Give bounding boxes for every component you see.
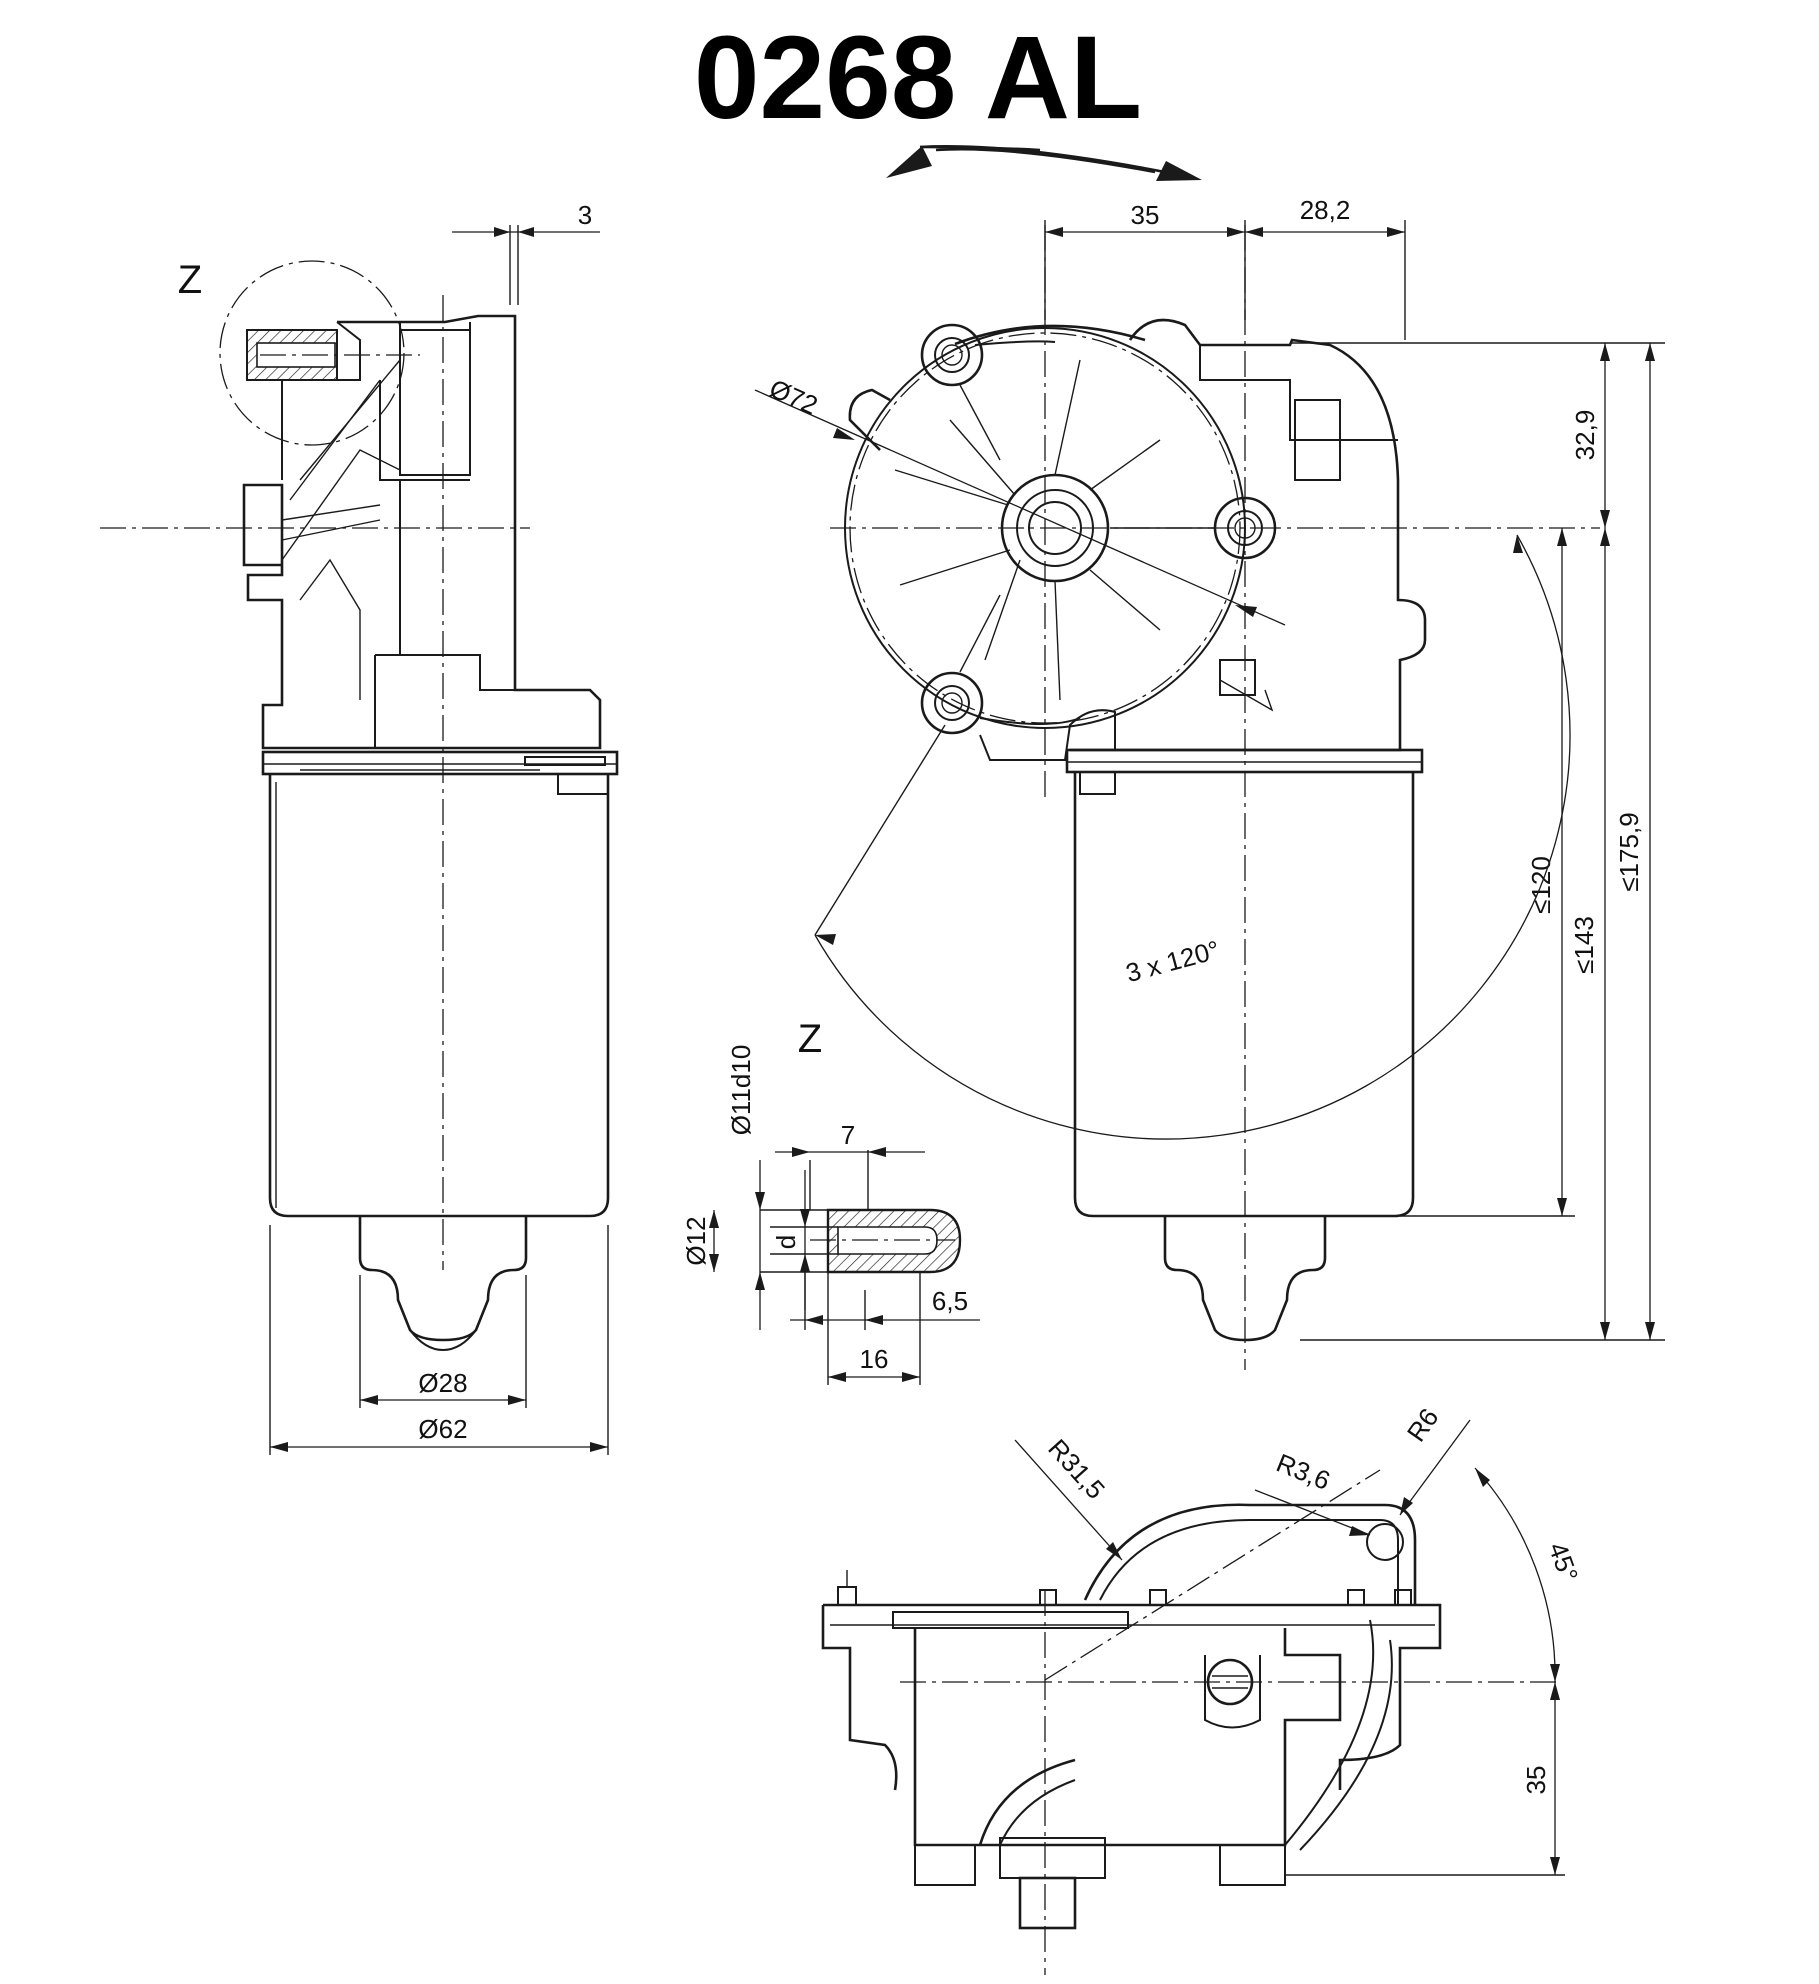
dim-height: 35: [1521, 1766, 1551, 1795]
detail-z: Z Ø11d10 Ø12 d 7: [681, 1017, 980, 1385]
dim-angle: 45°: [1543, 1538, 1585, 1585]
dim-width-top: 7: [841, 1120, 855, 1150]
dim-inner: d: [771, 1235, 801, 1249]
dim-vert-mid: ≤143: [1569, 916, 1599, 974]
detail-marker: Z: [178, 258, 202, 302]
dim-shaft-dia: Ø28: [418, 1368, 467, 1398]
rotation-arrow: [886, 145, 1202, 181]
dim-bolt-pattern: 3 x 120°: [1123, 934, 1223, 988]
dim-horiz-left: 35: [1131, 200, 1160, 230]
dim-length: 16: [860, 1344, 889, 1374]
dim-vert-outer: ≤175,9: [1614, 812, 1644, 891]
dim-pitch-dia: Ø72: [765, 373, 822, 420]
drawing-title: 0268 AL: [694, 12, 1142, 144]
stud-2: [1039, 1589, 1057, 1606]
dim-horiz-right: 28,2: [1300, 195, 1351, 225]
dim-fit: Ø11d10: [726, 1045, 756, 1136]
dim-body-dia: Ø62: [418, 1414, 467, 1444]
bottom-view: R31,5 R3,6 R6 45° 35: [821, 1403, 1585, 1975]
front-view: Ø72 35 28,2 32,9 ≤120 ≤1: [754, 195, 1665, 1370]
dim-tip-radius: R6: [1401, 1403, 1445, 1447]
stud-1: [837, 1570, 857, 1606]
stud-5: [1394, 1589, 1412, 1606]
dim-depth: 6,5: [932, 1286, 968, 1316]
dim-outer-dia: Ø12: [681, 1216, 711, 1265]
stud-3: [1149, 1589, 1167, 1606]
side-view: 3 Z: [100, 200, 619, 1455]
stud-4: [1347, 1589, 1365, 1606]
dim-inner-radius: R3,6: [1272, 1447, 1334, 1495]
dim-offset-top: 3: [578, 200, 592, 230]
dim-arm-radius: R31,5: [1042, 1433, 1111, 1505]
detail-title: Z: [798, 1017, 822, 1061]
dim-vert-top: 32,9: [1570, 410, 1600, 461]
